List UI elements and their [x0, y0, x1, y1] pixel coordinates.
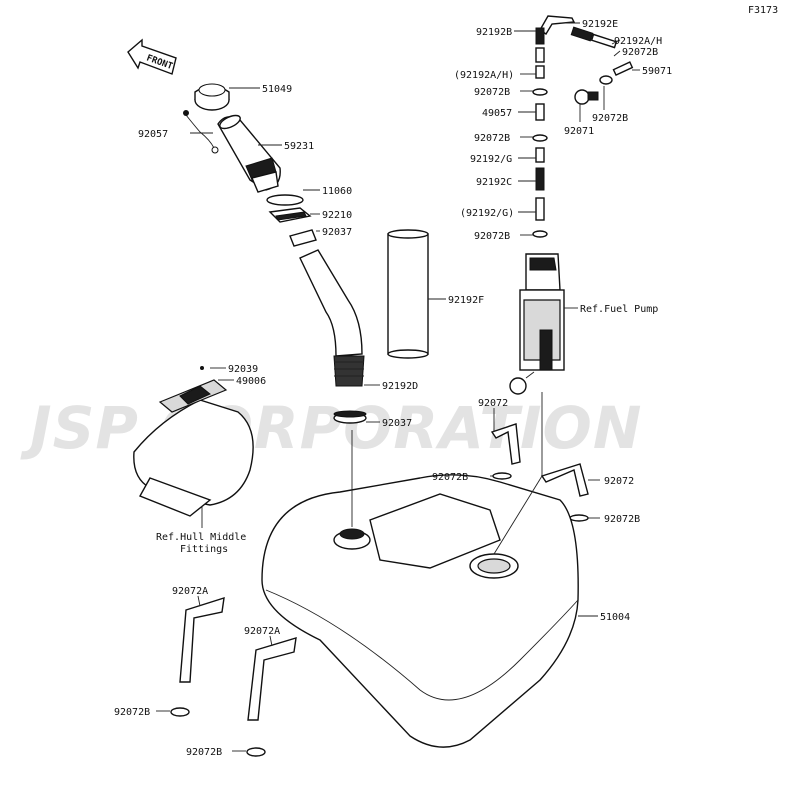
- label-92072B-5: 92072B: [604, 514, 640, 525]
- label-92072B-1: 92072B: [474, 87, 510, 98]
- label-92192AH-top: 92192A/H: [614, 36, 662, 47]
- strap-left-2: [247, 637, 297, 721]
- label-92072-b: 92072: [604, 476, 634, 487]
- cap-tether: [183, 110, 219, 154]
- label-92071: 92071: [564, 126, 594, 137]
- label-92072B-7: 92072B: [186, 747, 222, 758]
- leader-lines: [156, 22, 640, 752]
- fuel-cap: [194, 83, 230, 111]
- label-92192E: 92192E: [582, 19, 618, 30]
- ring-clip-b: [569, 514, 589, 522]
- label-92192D: 92192D: [382, 381, 418, 392]
- label-92192AH-paren: (92192A/H): [454, 70, 514, 81]
- label-ref-fuel-pump: Ref.Fuel Pump: [580, 304, 658, 315]
- label-92072B-2: 92072B: [474, 133, 510, 144]
- label-92072B-6: 92072B: [114, 707, 150, 718]
- fuel-hose-elbow: [539, 15, 618, 49]
- front-arrow-icon: FRONT: [127, 38, 177, 75]
- fuel-tank: [261, 474, 579, 748]
- watermark: JSP CORPORATION: [20, 394, 642, 462]
- strap-right-1: [490, 423, 521, 465]
- strap-left-1: [179, 596, 225, 683]
- label-92210: 92210: [322, 210, 352, 221]
- ring-clip-a: [492, 472, 512, 480]
- label-92192F: 92192F: [448, 295, 484, 306]
- fuel-hose-stack: [532, 27, 548, 238]
- strap-right-2: [540, 463, 589, 497]
- label-92072B-4: 92072B: [432, 472, 468, 483]
- label-92057: 92057: [138, 129, 168, 140]
- label-49006: 49006: [236, 376, 266, 387]
- hull-fitting: [133, 366, 254, 517]
- hose-clamp: [289, 229, 317, 247]
- label-ref-hull-2: Fittings: [180, 544, 228, 555]
- ring-clip-c: [170, 707, 190, 717]
- clamp-ring: [268, 207, 312, 223]
- hose-bend: [299, 249, 365, 387]
- label-ref-hull-1: Ref.Hull Middle: [156, 532, 246, 543]
- label-92037-a: 92037: [322, 227, 352, 238]
- label-51004: 51004: [600, 612, 630, 623]
- label-92192G-paren: (92192/G): [460, 208, 514, 219]
- label-92072B-3: 92072B: [474, 231, 510, 242]
- fuel-pump: [509, 253, 565, 395]
- filler-neck: [217, 114, 281, 193]
- label-92192C: 92192C: [476, 177, 512, 188]
- figure-code: F3173: [748, 5, 778, 16]
- label-92072A-2: 92072A: [244, 626, 280, 637]
- label-49057: 49057: [482, 108, 512, 119]
- band-clamp: [333, 410, 367, 424]
- label-59071: 59071: [642, 66, 672, 77]
- label-92072B-top: 92072B: [622, 47, 658, 58]
- o-ring: [266, 194, 304, 206]
- label-51049: 51049: [262, 84, 292, 95]
- label-92037-b: 92037: [382, 418, 412, 429]
- label-92039: 92039: [228, 364, 258, 375]
- ring-clip-d: [246, 747, 266, 757]
- label-92072-a: 92072: [478, 398, 508, 409]
- label-59231: 59231: [284, 141, 314, 152]
- label-92072B-r: 92072B: [592, 113, 628, 124]
- label-11060: 11060: [322, 186, 352, 197]
- sleeve-tube: [387, 229, 429, 359]
- label-92192B: 92192B: [476, 27, 512, 38]
- label-92192G: 92192/G: [470, 154, 512, 165]
- quick-connector: [574, 61, 634, 105]
- label-92072A-1: 92072A: [172, 586, 208, 597]
